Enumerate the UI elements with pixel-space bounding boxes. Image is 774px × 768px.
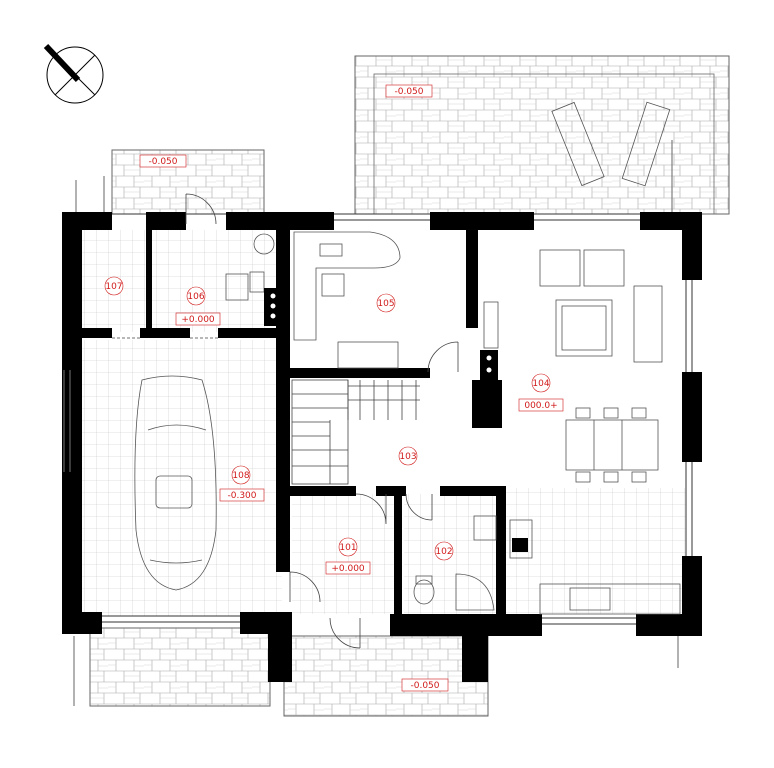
entrance-porch [283, 635, 489, 717]
room-103: 103 [398, 446, 418, 466]
room-102: 102 [434, 541, 454, 561]
garage-apron [89, 627, 271, 707]
cooktop-burners [270, 293, 492, 373]
room-107: 107 [104, 276, 124, 296]
side-porch-level-tag: -0.050 [139, 154, 187, 168]
entrance-level-text: -0.050 [410, 681, 439, 691]
room-105: 105 [376, 293, 396, 313]
room-101-level: +0.000 [331, 564, 365, 574]
room-108: 108 -0.300 [219, 465, 265, 502]
furniture [134, 101, 681, 615]
room-104: 104 000.0+ [518, 373, 564, 412]
side-porch-level-text: -0.050 [148, 157, 177, 167]
room-105-number: 105 [377, 299, 394, 309]
terrace [354, 55, 730, 215]
room-101-number: 101 [339, 543, 356, 553]
terrace-level-tag: -0.050 [385, 84, 433, 98]
north-arrow-icon [43, 43, 104, 104]
room-104-number: 104 [532, 379, 549, 389]
room-104-level: 000.0+ [524, 401, 557, 411]
garage-floor [82, 340, 282, 616]
kitchen-floor [506, 488, 686, 614]
walls [62, 212, 702, 682]
room-108-level: -0.300 [227, 491, 256, 501]
windows [63, 213, 693, 625]
side-porch [111, 149, 265, 215]
terrace-level-text: -0.050 [394, 87, 423, 97]
room-102-floor [404, 494, 506, 614]
room-108-number: 108 [232, 471, 249, 481]
room-107-number: 107 [105, 282, 122, 292]
entrance-level-tag: -0.050 [401, 678, 449, 692]
room-103-number: 103 [399, 452, 416, 462]
railings [73, 140, 679, 706]
doors [112, 193, 459, 649]
room-106: 106 +0.000 [175, 286, 221, 326]
room-106-number: 106 [187, 292, 204, 302]
staircase [291, 379, 420, 485]
room-102-number: 102 [435, 547, 452, 557]
room-106-level: +0.000 [181, 315, 215, 325]
room-101: 101 +0.000 [325, 537, 371, 575]
